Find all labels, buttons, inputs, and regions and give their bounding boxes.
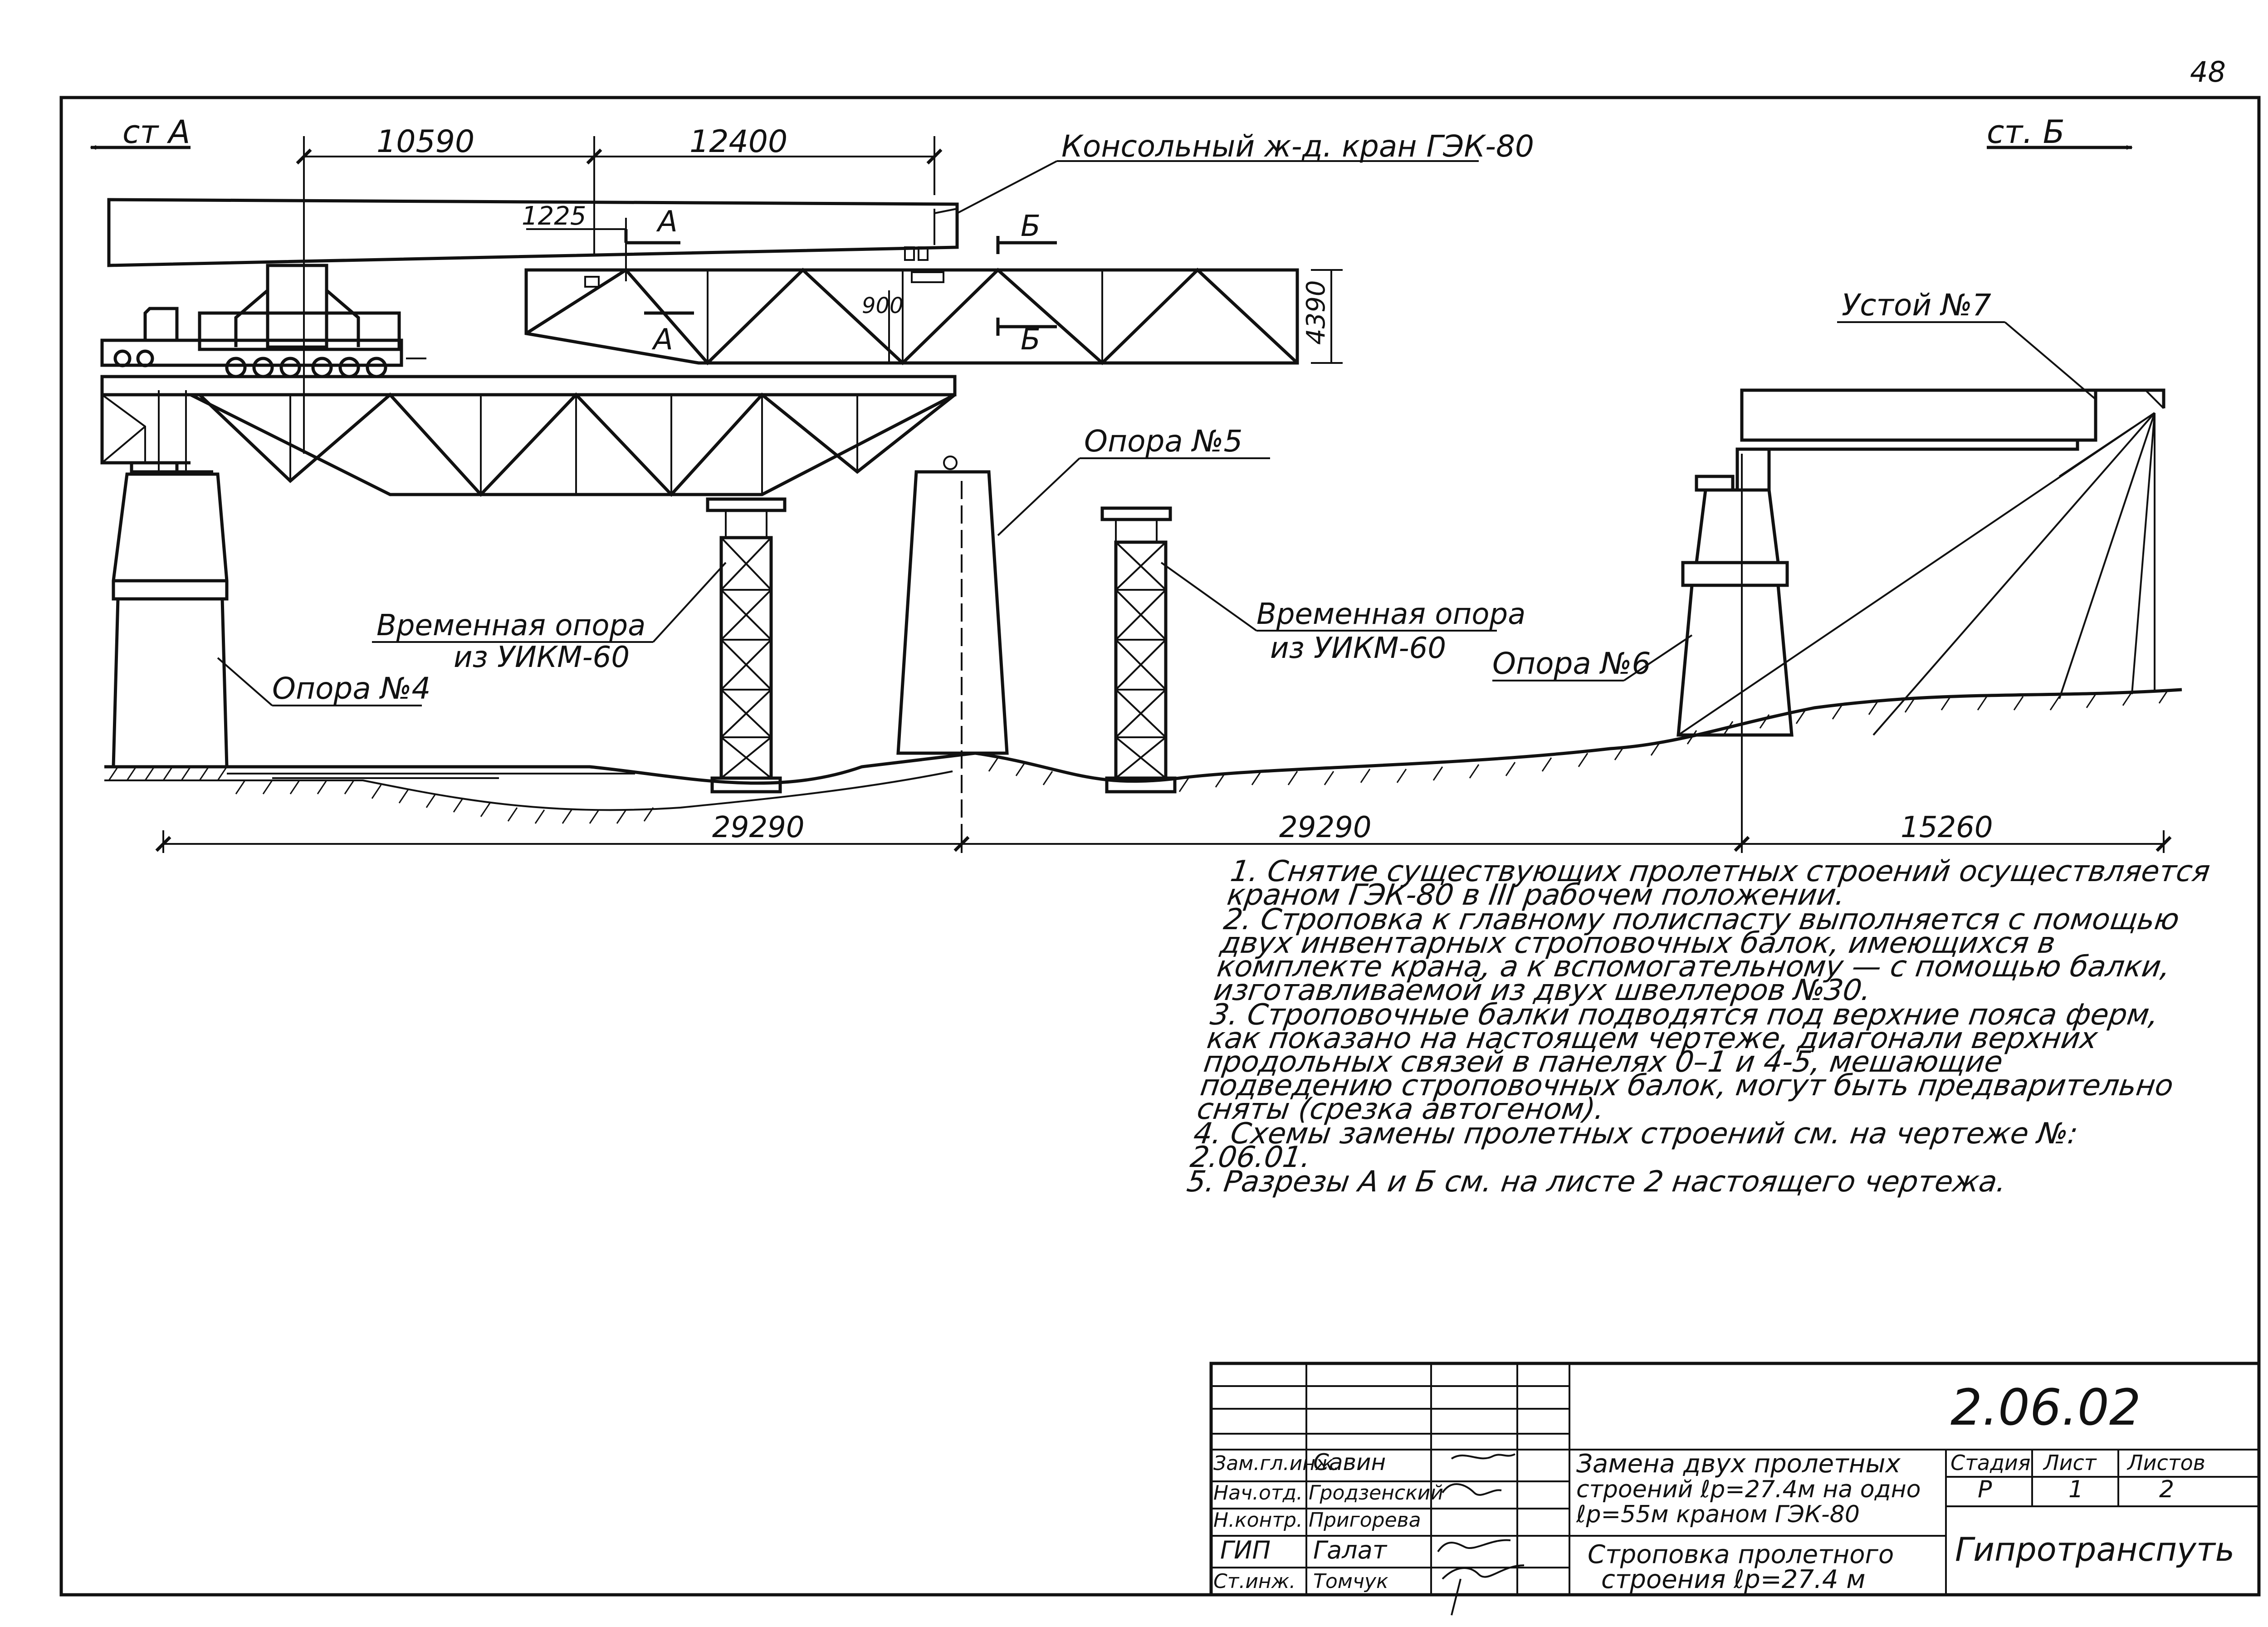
staff-role-3: Н.контр.: [1213, 1509, 1303, 1532]
subtitle-line-2: строения ℓр=27.4 м: [1601, 1565, 1866, 1594]
pier-5-label: Опора №5: [997, 424, 1270, 536]
ground-line: [104, 688, 2182, 824]
dim-29290-right: 29290: [1279, 811, 1372, 844]
note-3: 3. Строповочные балки подводятся под вер…: [1195, 998, 2175, 1126]
sheet-value: 1: [2068, 1476, 2083, 1503]
subtitle-line-1: Строповка пролетного: [1588, 1540, 1894, 1569]
staff-role-1: Зам.гл.инж.: [1213, 1452, 1340, 1475]
stage-value: Р: [1978, 1476, 1992, 1503]
sheet-header: Лист: [2043, 1451, 2097, 1475]
staff-name-5: Томчук: [1313, 1570, 1388, 1593]
temp-support-left: [706, 497, 787, 794]
drawing-number: 2.06.02: [1950, 1378, 2141, 1436]
staff-role-4: ГИП: [1220, 1536, 1271, 1564]
dim-1225: 1225: [522, 201, 587, 231]
staff-name-3: Пригорева: [1309, 1509, 1421, 1532]
crane-gek80: [100, 198, 959, 378]
dim-12400: 12400: [689, 124, 787, 160]
note-1: 1. Снятие существующих пролетных строени…: [1225, 855, 2212, 912]
pier-4: [112, 390, 229, 769]
existing-truss: [100, 375, 957, 497]
section-markers: А А Б Б: [624, 205, 1057, 357]
sheets-value: 2: [2159, 1476, 2174, 1503]
svg-text:Опора №4: Опора №4: [272, 671, 430, 706]
svg-text:из УИКМ-60: из УИКМ-60: [1270, 632, 1446, 665]
abutment-7-label: Устой №7: [1837, 288, 2097, 400]
svg-text:ст. Б: ст. Б: [1987, 113, 2065, 151]
svg-text:Временная опора: Временная опора: [1256, 598, 1525, 631]
svg-text:Б: Б: [1021, 210, 1041, 243]
dim-900: 900: [862, 293, 904, 319]
top-dimensions: 10590 12400 1225: [296, 124, 943, 454]
dim-29290-left: 29290: [712, 811, 805, 844]
staff-name-1: Савин: [1313, 1449, 1386, 1475]
staff-role-2: Нач.отд.: [1213, 1481, 1303, 1504]
dim-4390: 4390: [1301, 280, 1331, 345]
page-number: 48: [2190, 55, 2226, 88]
organization: Гипротранспуть: [1955, 1530, 2234, 1568]
pier-6-label: Опора №6: [1492, 634, 1693, 681]
note-2: 2. Строповка к главному полиспасту выпол…: [1212, 903, 2182, 1007]
abutment-7: [1677, 388, 2165, 736]
svg-text:Опора №5: Опора №5: [1084, 424, 1242, 459]
svg-text:ст А: ст А: [122, 113, 190, 151]
svg-text:Временная опора: Временная опора: [376, 609, 645, 642]
svg-text:А: А: [656, 205, 678, 239]
title-line-1: Замена двух пролетных: [1576, 1449, 1901, 1479]
staff-name-2: Гродзенский: [1309, 1481, 1443, 1504]
temp-support-right-label: Временная опора из УИКМ-60: [1160, 562, 1525, 665]
temp-support-left-label: Временная опора из УИКМ-60: [372, 562, 727, 674]
title-block: 2.06.02 Зам.гл.инж. Савин Нач.отд. Гродз…: [1209, 1362, 2261, 1616]
temp-support-right: [1100, 506, 1177, 794]
svg-text:Устой №7: Устой №7: [1842, 288, 1991, 323]
staff-name-4: Галат: [1313, 1536, 1388, 1564]
pier-6: [1677, 447, 1794, 737]
title-line-3: ℓр=55м краном ГЭК-80: [1576, 1501, 1860, 1528]
dim-10590: 10590: [376, 124, 474, 160]
svg-text:из УИКМ-60: из УИКМ-60: [454, 641, 630, 674]
notes-block: 1. Снятие существующих пролетных строени…: [1184, 855, 2217, 1199]
svg-text:Консольный ж-д. кран ГЭК-80: Консольный ж-д. кран ГЭК-80: [1061, 129, 1534, 164]
staff-role-5: Ст.инж.: [1213, 1570, 1295, 1593]
suspended-truss: 900 4390: [524, 268, 1343, 366]
svg-text:Б: Б: [1021, 323, 1041, 357]
svg-text:А: А: [651, 323, 673, 357]
pier-5: [896, 456, 1009, 755]
direction-left: ст А: [90, 113, 191, 151]
direction-right: ст. Б: [1987, 113, 2133, 151]
svg-text:Опора №6: Опора №6: [1492, 646, 1651, 681]
stage-header: Стадия: [1950, 1451, 2030, 1475]
pier-4-label: Опора №4: [217, 657, 430, 706]
bottom-dimensions: 29290 29290 15260: [155, 454, 2172, 853]
note-5: 5. Разрезы А и Б см. на листе 2 настояще…: [1184, 1165, 2009, 1199]
title-line-2: строений ℓр=27.4м на одно: [1576, 1476, 1921, 1503]
dim-15260: 15260: [1901, 811, 1993, 844]
crane-label: Консольный ж-д. кран ГЭК-80: [957, 129, 1534, 214]
sheets-header: Листов: [2126, 1451, 2205, 1475]
note-4: 4. Схемы замены пролетных строений см. н…: [1188, 1117, 2080, 1174]
sheet-frame: [59, 96, 2261, 1597]
